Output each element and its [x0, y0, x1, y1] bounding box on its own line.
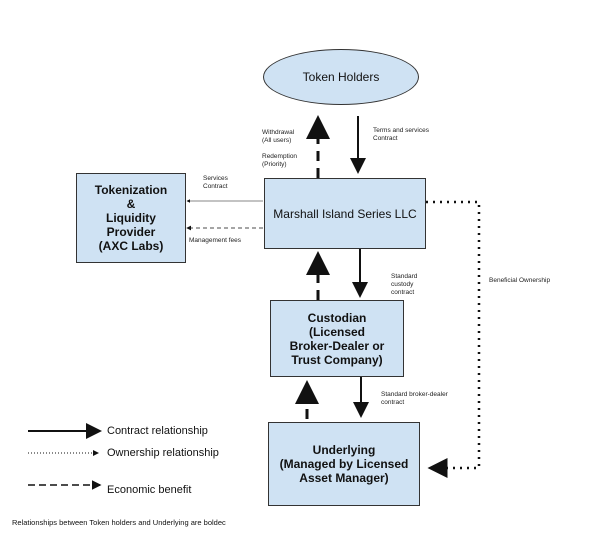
services-contract-label: Services Contract [203, 175, 228, 190]
legend-contract-text: Contract relationship [107, 425, 208, 437]
beneficial-ownership-label: Beneficial Ownership [489, 277, 551, 284]
terms-label: Terms and services Contract [373, 127, 429, 142]
standard-broker-label: Standard broker-dealer contract [381, 391, 448, 406]
series-llc-label: Marshall Island Series LLC [273, 206, 417, 221]
series-llc-node: Marshall Island Series LLC [264, 178, 426, 249]
redemption-label: Redemption (Priority) [262, 153, 298, 168]
edge-beneficial-ownership [426, 200, 481, 478]
underlying-node: Underlying (Managed by Licensed Asset Ma… [268, 422, 420, 506]
legend-economic-text: Economic benefit [107, 484, 192, 496]
custodian-label: Custodian (Licensed Broker-Dealer or Tru… [289, 310, 385, 367]
token-holders-node: Token Holders [263, 49, 419, 105]
custodian-node: Custodian (Licensed Broker-Dealer or Tru… [270, 300, 404, 377]
token-holders-label: Token Holders [302, 70, 380, 84]
management-fees-label: Management fees [189, 237, 242, 244]
tokenization-label: Tokenization & Liquidity Provider (AXC L… [94, 183, 168, 253]
legend-ownership-text: Ownership relationship [107, 447, 219, 459]
standard-custody-label: Standard custody contract [391, 273, 418, 296]
withdrawal-label: Withdrawal (All users) [262, 129, 295, 144]
tokenization-node: Tokenization & Liquidity Provider (AXC L… [76, 173, 186, 263]
footnote: Relationships between Token holders and … [12, 518, 226, 527]
underlying-label: Underlying (Managed by Licensed Asset Ma… [279, 443, 409, 485]
